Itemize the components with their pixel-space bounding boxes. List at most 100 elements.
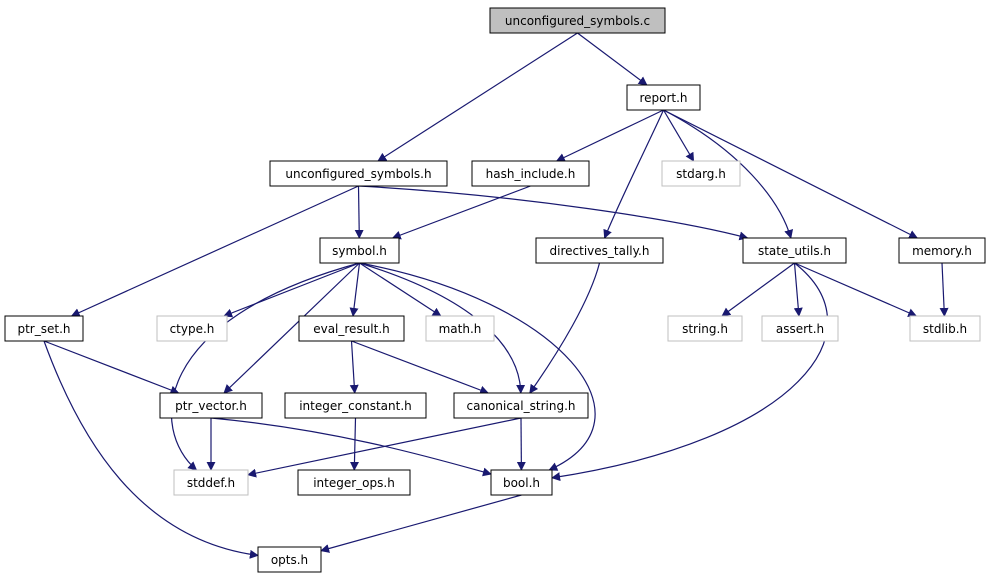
node-box-directives-tally-h[interactable] [535, 237, 664, 264]
edge-unconfigured-symbols-c-to-unconfigured-symbols-h [377, 32, 578, 162]
node-memory-h[interactable]: memory.h [898, 237, 986, 264]
node-box-assert-h[interactable] [761, 315, 839, 342]
node-box-stdarg-h[interactable] [661, 160, 741, 187]
node-stdarg-h[interactable]: stdarg.h [661, 160, 741, 187]
edge-symbol-h-to-math-h [359, 262, 442, 317]
edge-state-utils-h-to-assert-h [793, 262, 803, 317]
node-label-stddef-h: stddef.h [187, 476, 235, 490]
node-symbol-h[interactable]: symbol.h [319, 237, 400, 264]
edge-symbol-h-to-stddef-h [170, 262, 360, 471]
node-eval-result-h[interactable]: eval_result.h [298, 315, 405, 342]
node-box-integer-constant-h[interactable] [284, 392, 427, 419]
node-label-integer-ops-h: integer_ops.h [313, 476, 395, 490]
node-integer-ops-h[interactable]: integer_ops.h [297, 469, 411, 496]
node-label-canonical-string-h: canonical_string.h [467, 399, 576, 413]
node-label-bool-h: bool.h [503, 476, 540, 490]
node-box-unconfigured-symbols-c[interactable] [489, 7, 666, 34]
edge-unconfigured-symbols-h-to-state-utils-h [358, 185, 749, 241]
node-box-canonical-string-h[interactable] [453, 392, 589, 419]
node-directives-tally-h[interactable]: directives_tally.h [535, 237, 664, 264]
edge-symbol-h-to-ptr-vector-h [223, 262, 360, 394]
node-stdlib-h[interactable]: stdlib.h [909, 315, 981, 342]
edges [43, 32, 949, 559]
node-label-ptr-set-h: ptr_set.h [17, 322, 70, 336]
node-box-eval-result-h[interactable] [298, 315, 405, 342]
edge-state-utils-h-to-bool-h [551, 262, 829, 482]
edge-canonical-string-h-to-stddef-h [247, 417, 522, 478]
node-label-stdarg-h: stdarg.h [676, 167, 726, 181]
node-unconfigured-symbols-c[interactable]: unconfigured_symbols.c [489, 7, 666, 34]
edge-symbol-h-to-ctype-h [223, 262, 360, 318]
edge-memory-h-to-stdlib-h [939, 262, 949, 317]
edge-unconfigured-symbols-h-to-symbol-h [354, 185, 364, 239]
node-box-opts-h[interactable] [257, 546, 322, 573]
node-box-unconfigured-symbols-h[interactable] [269, 160, 448, 187]
node-ctype-h[interactable]: ctype.h [156, 315, 228, 342]
edge-state-utils-h-to-stdlib-h [794, 262, 918, 317]
node-hash-include-h[interactable]: hash_include.h [471, 160, 590, 187]
node-integer-constant-h[interactable]: integer_constant.h [284, 392, 427, 419]
node-label-directives-tally-h: directives_tally.h [550, 244, 650, 258]
edge-integer-constant-h-to-integer-ops-h [349, 417, 359, 471]
node-label-string-h: string.h [682, 322, 728, 336]
node-label-math-h: math.h [439, 322, 482, 336]
node-label-state-utils-h: state_utils.h [758, 244, 831, 258]
node-label-unconfigured-symbols-c: unconfigured_symbols.c [505, 14, 650, 28]
node-label-eval-result-h: eval_result.h [313, 322, 390, 336]
edge-eval-result-h-to-canonical-string-h [351, 340, 489, 395]
node-stddef-h[interactable]: stddef.h [173, 469, 249, 496]
node-ptr-vector-h[interactable]: ptr_vector.h [159, 392, 263, 419]
node-report-h[interactable]: report.h [626, 84, 701, 111]
node-label-memory-h: memory.h [912, 244, 972, 258]
node-opts-h[interactable]: opts.h [257, 546, 322, 573]
edge-report-h-to-stdarg-h [662, 109, 695, 162]
node-box-state-utils-h[interactable] [742, 237, 847, 264]
node-string-h[interactable]: string.h [667, 315, 743, 342]
edge-symbol-h-to-bool-h [359, 262, 596, 471]
edge-eval-result-h-to-integer-constant-h [349, 340, 359, 394]
nodes: unconfigured_symbols.c report.h unconfigur… [4, 7, 986, 573]
edge-bool-h-to-opts-h [320, 494, 522, 553]
node-math-h[interactable]: math.h [425, 315, 495, 342]
edge-report-h-to-hash-include-h [555, 109, 664, 162]
node-unconfigured-symbols-h[interactable]: unconfigured_symbols.h [269, 160, 448, 187]
node-label-integer-constant-h: integer_constant.h [299, 399, 412, 413]
node-label-symbol-h: symbol.h [332, 244, 387, 258]
node-canonical-string-h[interactable]: canonical_string.h [453, 392, 589, 419]
node-label-ptr-vector-h: ptr_vector.h [175, 399, 247, 413]
edge-unconfigured-symbols-c-to-report-h [577, 32, 648, 86]
edge-ptr-set-h-to-opts-h [43, 340, 259, 559]
node-box-report-h[interactable] [626, 84, 701, 111]
node-label-stdlib-h: stdlib.h [923, 322, 967, 336]
node-label-ctype-h: ctype.h [170, 322, 215, 336]
node-box-math-h[interactable] [425, 315, 495, 342]
node-state-utils-h[interactable]: state_utils.h [742, 237, 847, 264]
node-box-integer-ops-h[interactable] [297, 469, 411, 496]
edge-symbol-h-to-eval-result-h [349, 262, 361, 317]
node-box-symbol-h[interactable] [319, 237, 400, 264]
node-label-hash-include-h: hash_include.h [486, 167, 576, 181]
edge-hash-include-h-to-symbol-h [391, 185, 531, 240]
node-label-assert-h: assert.h [776, 322, 824, 336]
node-box-string-h[interactable] [667, 315, 743, 342]
node-box-ctype-h[interactable] [156, 315, 228, 342]
edge-directives-tally-h-to-canonical-string-h [529, 262, 601, 394]
node-box-stddef-h[interactable] [173, 469, 249, 496]
edge-report-h-to-memory-h [663, 109, 919, 239]
node-box-stdlib-h[interactable] [909, 315, 981, 342]
node-box-hash-include-h[interactable] [471, 160, 590, 187]
node-ptr-set-h[interactable]: ptr_set.h [4, 315, 84, 342]
node-bool-h[interactable]: bool.h [490, 469, 553, 496]
node-label-opts-h: opts.h [271, 553, 308, 567]
node-box-ptr-set-h[interactable] [4, 315, 84, 342]
edge-report-h-to-directives-tally-h [603, 109, 665, 239]
node-box-memory-h[interactable] [898, 237, 986, 264]
node-label-report-h: report.h [639, 91, 687, 105]
node-assert-h[interactable]: assert.h [761, 315, 839, 342]
node-box-ptr-vector-h[interactable] [159, 392, 263, 419]
node-box-bool-h[interactable] [490, 469, 553, 496]
edge-state-utils-h-to-string-h [721, 262, 795, 317]
edge-unconfigured-symbols-h-to-ptr-set-h [70, 185, 359, 317]
edge-report-h-to-state-utils-h [663, 109, 793, 239]
